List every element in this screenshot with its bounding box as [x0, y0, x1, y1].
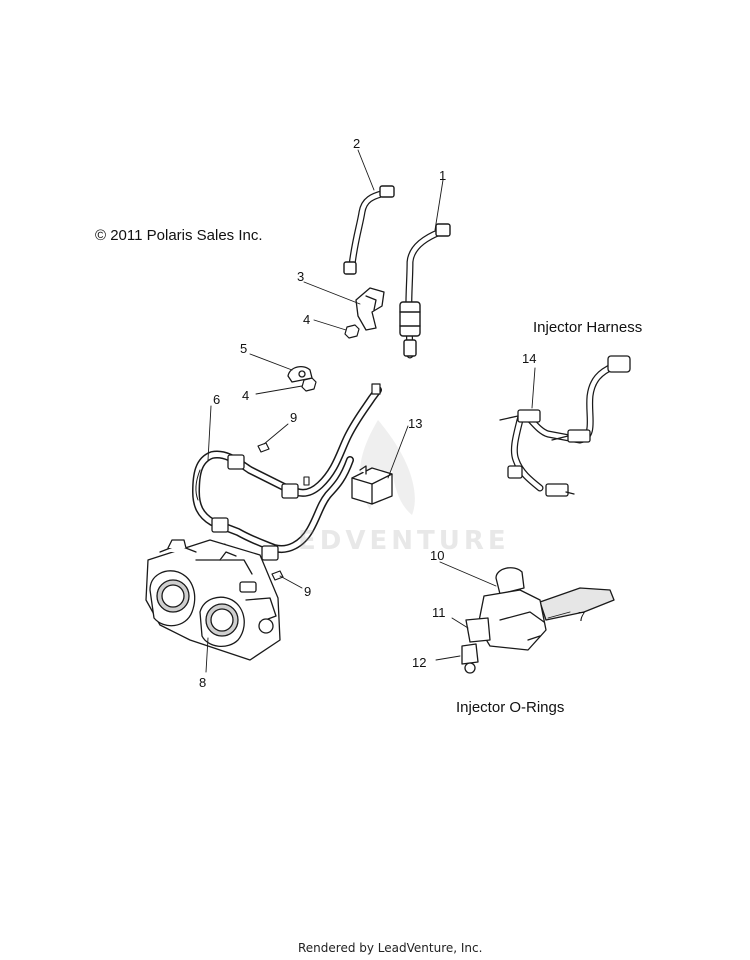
part-1-fuel-line: [399, 223, 451, 359]
watermark-text: EDVENTURE: [298, 526, 510, 556]
copyright-text: © 2011 Polaris Sales Inc.: [95, 227, 263, 244]
callout-1[interactable]: 1: [439, 168, 447, 183]
callout-4-lower[interactable]: 4: [242, 388, 250, 403]
callout-5[interactable]: 5: [240, 341, 248, 356]
footer-credit: Rendered by LeadVenture, Inc.: [298, 941, 483, 955]
callout-10[interactable]: 10: [430, 548, 445, 563]
callout-9-upper[interactable]: 9: [290, 410, 298, 425]
injector-harness-caption: Injector Harness: [533, 319, 643, 336]
callout-12[interactable]: 12: [412, 655, 427, 670]
callout-6[interactable]: 6: [213, 392, 221, 407]
callout-9-lower[interactable]: 9: [304, 584, 312, 599]
part-9-bolt-lower: [271, 570, 284, 581]
leader-lines: [205, 149, 571, 673]
part-13-connector: [351, 465, 393, 505]
callout-3[interactable]: 3: [297, 269, 305, 284]
part-2-fuel-hose: [343, 185, 395, 275]
part-8-throttle-body: [145, 539, 281, 661]
injector-assembly: [461, 567, 615, 674]
part-9-bolt-upper: [257, 442, 270, 453]
callout-14[interactable]: 14: [522, 351, 537, 366]
callout-8[interactable]: 8: [199, 675, 207, 690]
callout-7[interactable]: 7: [578, 609, 586, 624]
part-3-bracket: [355, 287, 385, 331]
callout-13[interactable]: 13: [408, 416, 423, 431]
part-14-injector-harness: [499, 355, 631, 497]
injector-orings-caption: Injector O-Rings: [456, 699, 565, 716]
part-6-fuel-rail: [192, 383, 382, 561]
callout-4-upper[interactable]: 4: [303, 312, 311, 327]
callout-2[interactable]: 2: [353, 136, 361, 151]
callout-11[interactable]: 11: [432, 605, 446, 620]
part-4-screw-upper: [344, 324, 360, 339]
part-5-clamp: [287, 365, 313, 383]
